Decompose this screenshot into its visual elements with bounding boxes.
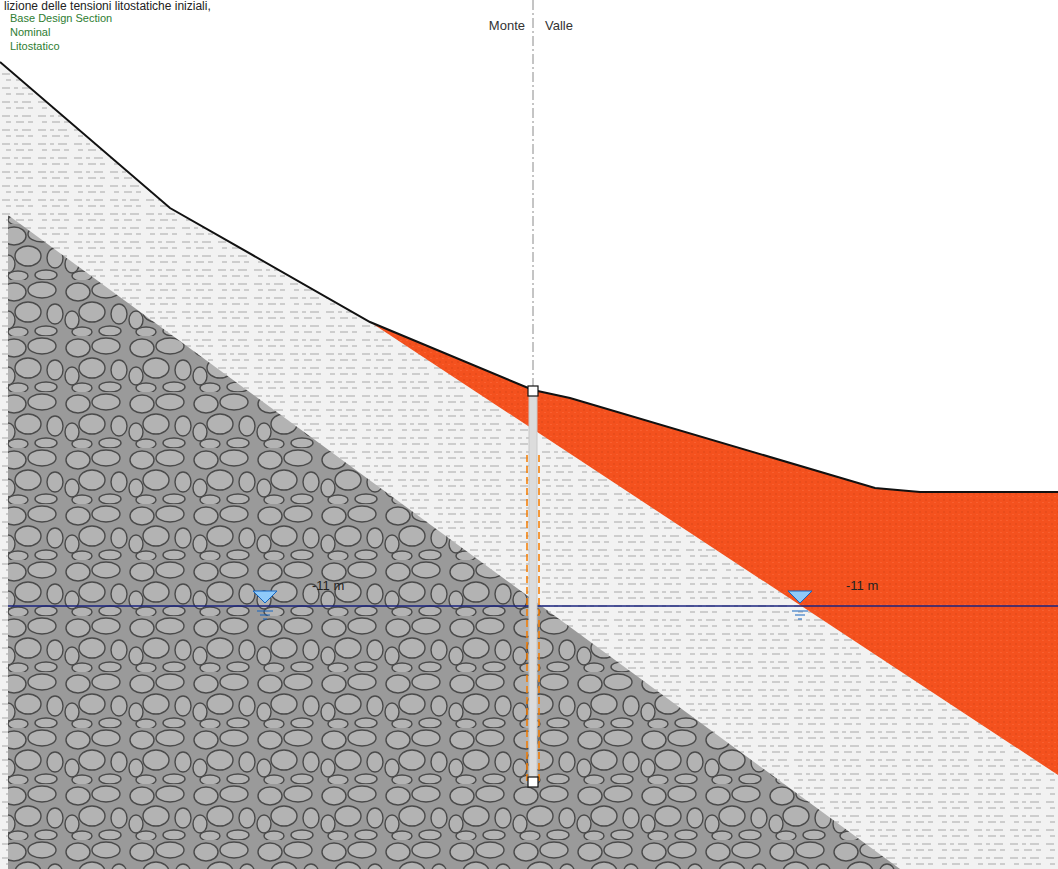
interface-line [526,455,528,782]
fill-layer [370,322,1058,775]
side-label: Monte [489,18,525,33]
stage-name: Litostatico [10,40,60,52]
axis-line [533,0,534,388]
side-label: Valle [545,18,573,33]
diaphragm-wall [529,392,537,782]
water-level: -11 m [846,578,878,593]
section-name: Base Design Section [10,12,112,24]
scenario-name: Nominal [10,26,50,38]
silt-layer [0,62,1058,869]
water-symbol [788,591,812,619]
interface-line [538,455,540,782]
wall-node [528,777,538,787]
water-symbol [253,591,277,619]
water-level: -11 m [312,578,344,593]
wall-node [528,386,538,396]
page-caption: lizione delle tensioni litostatiche iniz… [4,0,211,13]
